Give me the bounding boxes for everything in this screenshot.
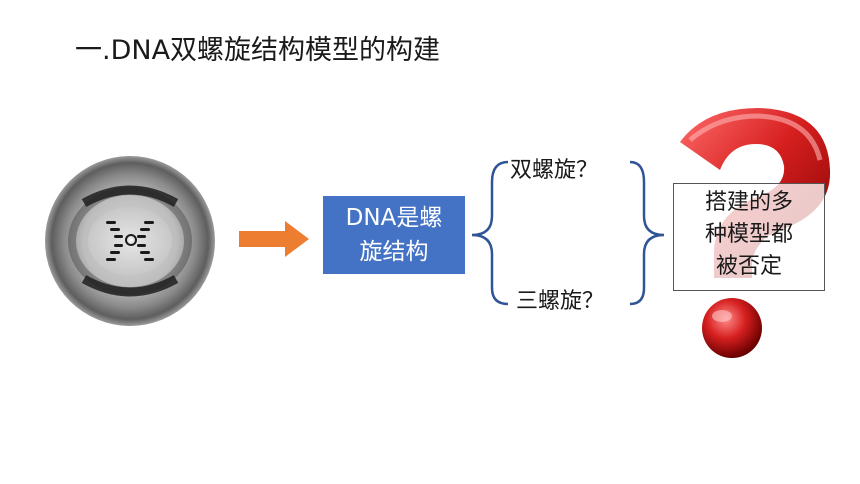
dna-helix-line2: 旋结构 (359, 239, 429, 265)
dna-helix-line1: DNA是螺 (345, 205, 443, 231)
note-line3: 被否定 (715, 254, 782, 279)
note-line1: 搭建的多 (704, 190, 793, 215)
rejected-models-note: 搭建的多 种模型都 被否定 (673, 183, 825, 291)
left-brace (471, 160, 509, 306)
x-ray-diffraction-photo (45, 156, 215, 326)
dna-helix-box: DNA是螺 旋结构 (323, 196, 465, 274)
right-arrow-icon (239, 221, 309, 257)
note-line2: 种模型都 (704, 222, 793, 247)
option-triple-helix: 三螺旋？ (516, 289, 605, 314)
option-double-helix: 双螺旋？ (510, 158, 599, 183)
slide-title: 一.DNA双螺旋结构模型的构建 (75, 35, 441, 66)
right-brace (629, 160, 665, 306)
